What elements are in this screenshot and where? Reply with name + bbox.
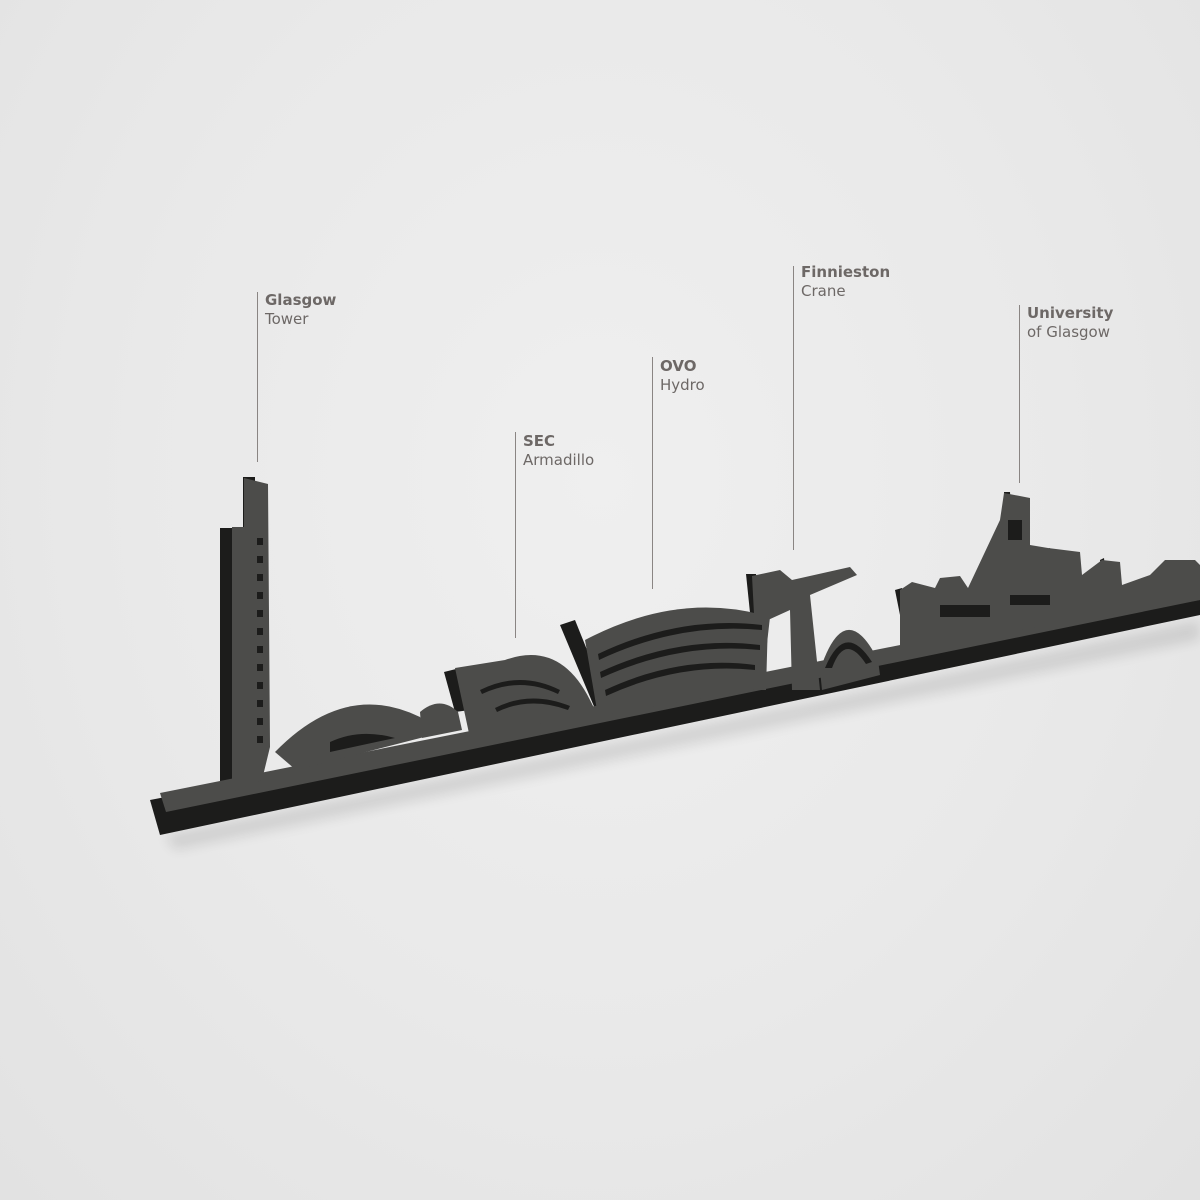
glasgow-tower-shape xyxy=(232,478,270,792)
callout-title: Finnieston xyxy=(801,263,891,281)
leader-line-glasgow-tower xyxy=(257,292,258,462)
leader-line-ovo-hydro xyxy=(652,357,653,589)
callout-subtitle: of Glasgow xyxy=(1027,323,1110,341)
callout-title: SEC xyxy=(523,432,556,450)
ovo-hydro-shape xyxy=(585,607,770,716)
finnieston-crane-shape xyxy=(752,567,857,690)
callout-university-of-glasgow: University of Glasgow xyxy=(1027,304,1113,342)
sec-armadillo-shape xyxy=(455,655,596,738)
wall-shadow xyxy=(165,620,1200,850)
silhouette-cutouts xyxy=(257,520,1050,752)
callout-title: University xyxy=(1027,304,1114,322)
leader-line-university-of-glasgow xyxy=(1019,305,1020,483)
callout-glasgow-tower: Glasgow Tower xyxy=(265,291,336,329)
callout-finnieston-crane: Finnieston Crane xyxy=(801,263,890,301)
callout-ovo-hydro: OVO Hydro xyxy=(660,357,705,395)
callout-subtitle: Armadillo xyxy=(523,451,595,469)
leader-line-finnieston-crane xyxy=(793,266,794,550)
callout-title: Glasgow xyxy=(265,291,337,309)
callout-subtitle: Hydro xyxy=(660,376,705,394)
callout-subtitle: Tower xyxy=(265,310,309,328)
callout-subtitle: Crane xyxy=(801,282,846,300)
callout-sec-armadillo: SEC Armadillo xyxy=(523,432,594,470)
leader-line-sec-armadillo xyxy=(515,432,516,638)
callout-title: OVO xyxy=(660,357,697,375)
